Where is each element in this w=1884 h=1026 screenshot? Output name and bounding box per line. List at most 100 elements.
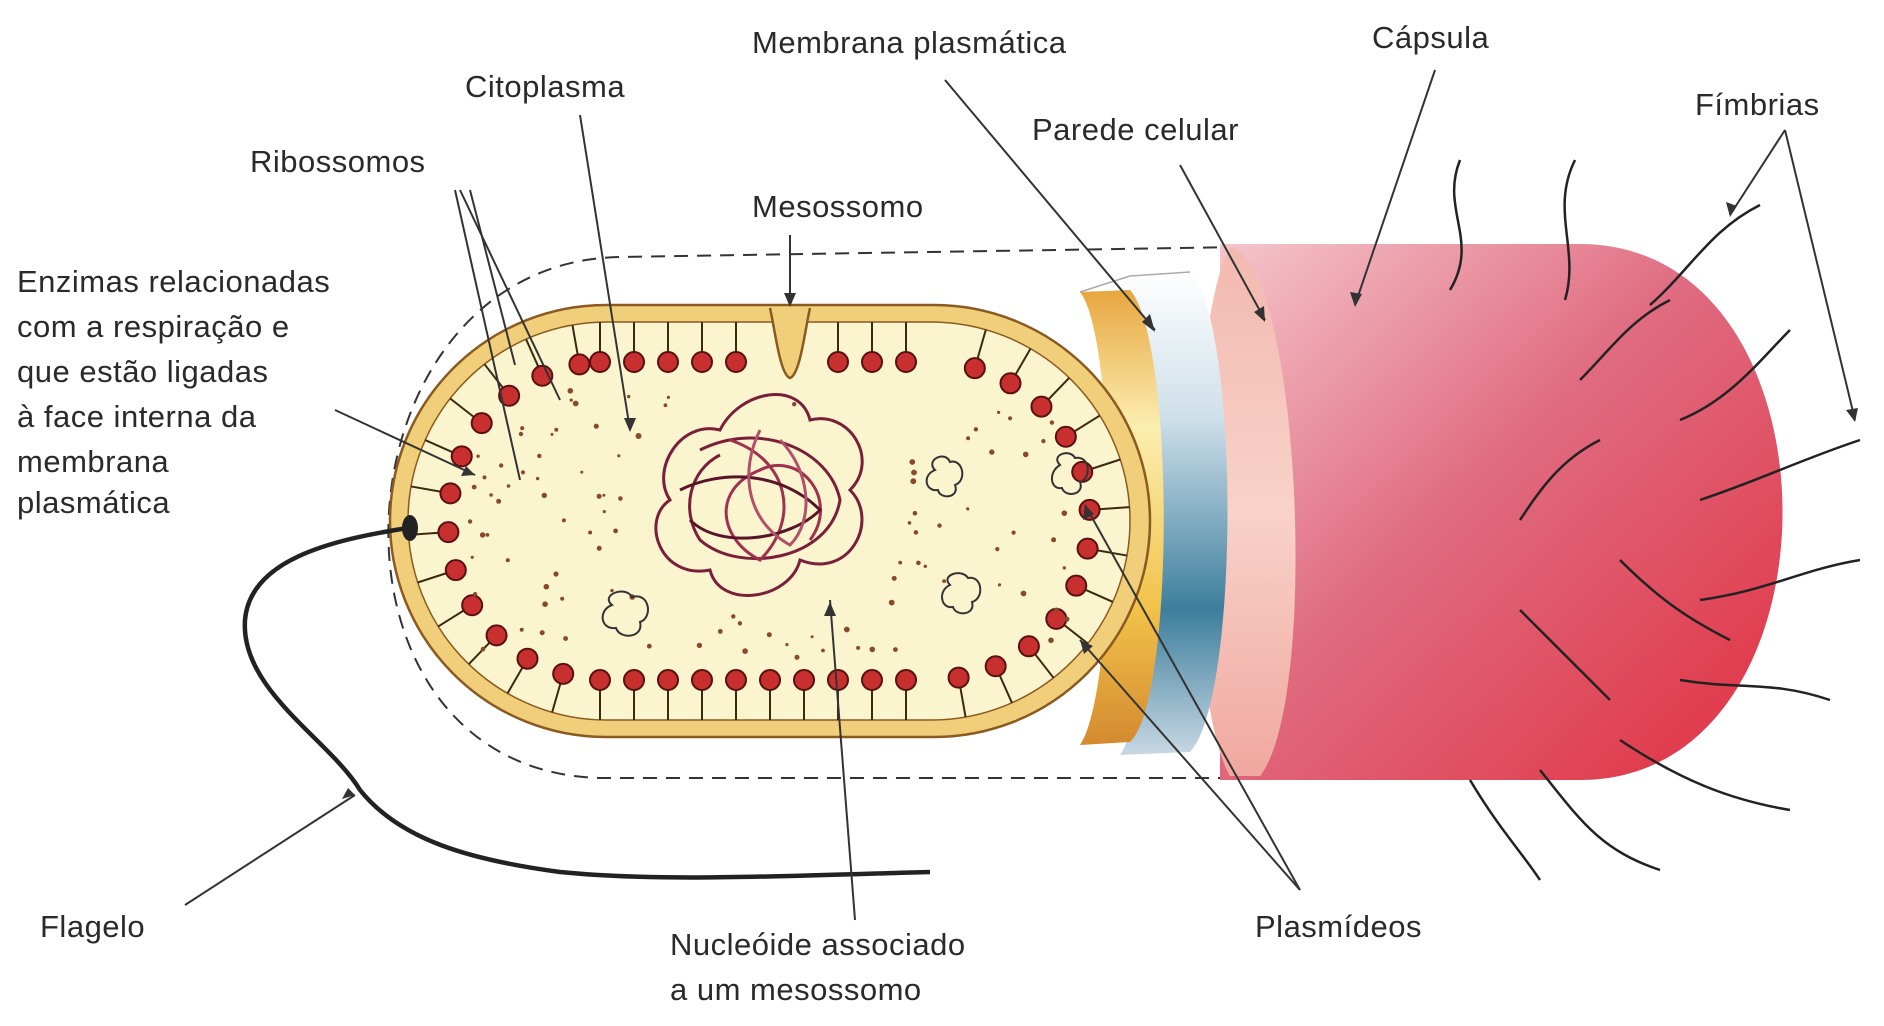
granule [989,449,994,454]
enzyme-knob [794,670,814,690]
enzyme-knob [658,670,678,690]
granule [627,395,630,398]
granule [718,629,723,634]
enzyme-knob [440,483,460,503]
granule [1054,608,1059,613]
label-membrana-plasmatica: Membrana plasmática [752,25,1067,60]
granule [476,455,479,458]
granule [916,561,921,566]
enzyme-knob [862,670,882,690]
granule [520,628,524,632]
granule [480,532,485,537]
granule [697,643,702,648]
granule [580,471,583,474]
granule [499,463,503,467]
granule [792,402,796,406]
granule [602,494,605,497]
granule [914,530,919,535]
enzyme-knob [462,595,482,615]
granule [636,433,642,439]
label-enzimas-line-4: à face interna da [17,399,257,434]
enzyme-knob [1078,539,1098,559]
granule [911,470,917,476]
enzyme-knob [658,352,678,372]
enzyme-knob [726,670,746,690]
granule [560,597,564,601]
granule [870,647,876,653]
enzyme-knob [1001,373,1021,393]
granule [966,507,969,510]
enzyme-knob [828,352,848,372]
enzyme-knob [553,664,573,684]
granule [1012,531,1016,535]
granule [617,454,620,457]
granule [995,547,999,551]
granule [496,499,501,504]
label-fimbrias: Fímbrias [1695,87,1820,122]
enzyme-knob [487,625,507,645]
enzyme-knob [896,670,916,690]
granule [521,470,525,474]
granule [1021,591,1027,597]
label-plasmideos: Plasmídeos [1255,909,1422,944]
enzyme-knob [1056,427,1076,447]
granule [909,459,915,465]
label-enzimas-line-3: que estão ligadas [17,354,269,389]
label-citoplasma: Citoplasma [465,69,625,104]
flagellum-base [402,515,418,541]
enzyme-knob [896,352,916,372]
granule [1063,566,1066,569]
granule [924,565,927,568]
granule [519,432,523,436]
granule [563,636,568,641]
enzyme-knob [624,670,644,690]
granule [613,529,618,534]
granule [486,533,490,537]
granule [738,621,742,625]
granule [664,403,668,407]
granule [647,644,652,649]
granule [974,427,978,431]
granule [542,493,547,498]
cytoplasm [408,322,1130,720]
granule [481,647,486,652]
enzyme-knob [472,413,492,433]
granule [908,521,912,525]
granule [568,388,574,394]
granule [893,647,898,652]
enzyme-knob [1066,576,1086,596]
granule [551,433,554,436]
granule [489,493,493,497]
granule [468,519,472,523]
granule [1008,416,1012,420]
granule [997,411,1000,414]
granule [597,494,602,499]
granule [536,477,539,480]
granule [942,579,946,583]
granule [597,546,602,551]
granule [1050,420,1054,424]
enzyme-knob [624,352,644,372]
granule [618,496,623,501]
granule [898,561,902,565]
granule [610,589,613,592]
granule [540,630,545,635]
granule [910,478,916,484]
granule [588,531,592,535]
granule [913,511,918,516]
label-parede-celular: Parede celular [1032,112,1239,147]
granule [1041,439,1045,443]
granule [507,484,511,488]
granule [562,518,566,522]
granule [506,558,510,562]
label-enzimas-line-5: membrana [17,444,169,479]
granule [892,576,897,581]
granule [553,571,558,576]
granule [767,632,772,637]
enzyme-knob [828,670,848,690]
granule [731,614,735,618]
enzyme-knob [692,670,712,690]
granule [785,643,788,646]
granule [856,646,860,650]
granule [742,648,748,654]
